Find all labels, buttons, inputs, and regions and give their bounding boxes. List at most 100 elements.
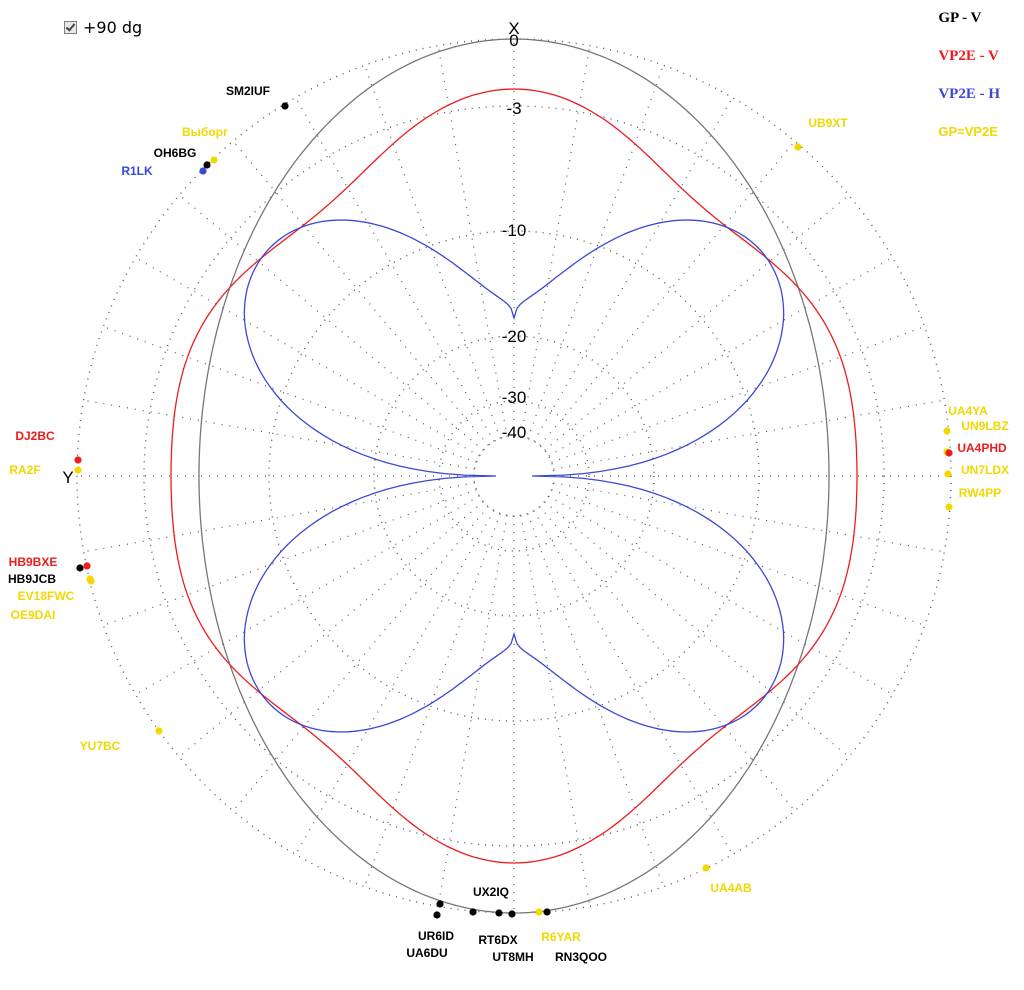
grid-spoke <box>520 45 591 437</box>
station-hb9bxe-label: HB9BXE <box>9 555 58 569</box>
grid-spoke <box>539 140 796 446</box>
station-ur6id-dot <box>433 911 441 919</box>
station-rt6dx-label: RT6DX <box>478 933 517 947</box>
grid-spoke <box>83 399 475 470</box>
series-vp2e-v <box>170 88 858 864</box>
polar-grid <box>76 38 952 914</box>
y-axis-label: Y <box>62 468 73 487</box>
station-oe9dai-label: OE9DAI <box>11 608 56 622</box>
station-ur6id-label: UR6ID <box>418 929 454 943</box>
station-sm2iuf-label: SM2IUF <box>226 84 270 98</box>
grid-spoke <box>103 489 477 627</box>
station-dj2bc-dot <box>74 456 82 464</box>
grid-spoke <box>294 97 495 442</box>
station-oe9dai-dot <box>87 577 95 585</box>
grid-spoke <box>527 65 665 439</box>
station-ua4phd-dot <box>945 449 953 457</box>
grid-ring-4 <box>438 400 590 552</box>
grid-spoke <box>232 140 489 446</box>
series-vp2e-h <box>243 219 785 733</box>
grid-spoke <box>533 97 734 442</box>
x-axis-label: X <box>508 19 519 38</box>
station-dj2bc-label: DJ2BC <box>15 429 55 443</box>
station-ev18fwc-label: EV18FWC <box>18 589 75 603</box>
grid-spoke <box>178 501 484 758</box>
grid-spoke <box>533 510 734 855</box>
station-un9lbz-label: UN9LBZ <box>961 419 1008 433</box>
grid-spoke <box>544 194 850 451</box>
station-ra2f-label: RA2F <box>9 463 40 477</box>
legend-gp-eq-vp2e: GP=VP2E <box>938 124 998 139</box>
grid-spoke <box>363 513 501 887</box>
grid-ring-1 <box>143 105 885 847</box>
legend: GP - V VP2E - V VP2E - H GP=VP2E <box>938 8 1000 160</box>
station-hb9jcb-dot <box>76 564 84 572</box>
ring-label: -10 <box>502 221 527 240</box>
series-gp-v <box>198 38 830 914</box>
grid-spoke <box>178 194 484 451</box>
station-выборг-dot <box>210 156 218 164</box>
ring-label: 0 <box>509 31 518 50</box>
station-ua4phd-label: UA4PHD <box>957 441 1007 455</box>
ring-label: -3 <box>506 99 521 118</box>
grid-spoke <box>520 515 591 907</box>
station-yu7bc-label: YU7BC <box>80 739 121 753</box>
station-r1lk-label: R1LK <box>121 164 153 178</box>
grid-ring-0 <box>76 38 952 914</box>
legend-gp-v: GP - V <box>938 10 982 26</box>
grid-spoke <box>437 515 508 907</box>
station-ux2iq-dot <box>436 900 444 908</box>
station-un7ldx-dot <box>944 470 952 478</box>
station-yu7bc-dot <box>155 727 163 735</box>
station-rw4pp-dot <box>945 503 953 511</box>
ring-label: -40 <box>502 423 527 442</box>
station-un7ldx-label: UN7LDX <box>961 463 1009 477</box>
station-ua4ya-label: UA4YA <box>948 404 988 418</box>
station-ua4ya-dot <box>943 427 951 435</box>
grid-spoke <box>83 482 475 553</box>
grid-spoke <box>553 399 945 470</box>
legend-vp2e-h: VP2E - H <box>938 86 1000 102</box>
station-ux2iq-label: UX2IQ <box>473 885 509 899</box>
grid-spoke <box>551 325 925 463</box>
grid-spoke <box>363 65 501 439</box>
station-ua6du-label: UA6DU <box>406 946 447 960</box>
station-ua4ab-dot <box>702 864 710 872</box>
rotate-90-checkbox[interactable] <box>64 21 77 34</box>
station-oh6bg-label: OH6BG <box>154 146 197 160</box>
ring-label: -30 <box>502 388 527 407</box>
grid-spoke <box>539 506 796 812</box>
station-ua6du-dot <box>469 908 477 916</box>
grid-ring-3 <box>373 335 655 617</box>
station-ub9xt-label: UB9XT <box>808 116 848 130</box>
grid-spoke <box>232 506 489 812</box>
grid-spoke <box>437 45 508 437</box>
station-r6yar-label: R6YAR <box>541 930 581 944</box>
ring-labels: 0 -3 -10 -20 -30 -40 <box>502 31 527 442</box>
grid-spoke <box>103 325 477 463</box>
grid-spoke <box>551 489 925 627</box>
grid-spoke <box>544 501 850 758</box>
station-hb9bxe-dot <box>83 562 91 570</box>
station-ra2f-dot <box>74 466 82 474</box>
station-rt6dx-dot <box>495 909 503 917</box>
station-выборг-label: Выборг <box>182 125 228 139</box>
ring-label: -20 <box>502 327 527 346</box>
station-rn3qoo-label: RN3QOO <box>555 950 607 964</box>
grid-spoke <box>553 482 945 553</box>
grid-ring-2 <box>268 230 760 722</box>
station-sm2iuf-dot <box>281 102 289 110</box>
station-ua4ab-label: UA4AB <box>710 881 752 895</box>
station-ut8mh-dot <box>508 910 516 918</box>
grid-spoke <box>527 513 665 887</box>
station-rn3qoo-dot <box>543 908 551 916</box>
rotate-90-label: +90 dg <box>83 18 143 37</box>
station-rw4pp-label: RW4PP <box>959 486 1001 500</box>
station-oh6bg-dot <box>203 161 211 169</box>
station-hb9jcb-label: HB9JCB <box>8 572 56 586</box>
station-ut8mh-label: UT8MH <box>492 950 533 964</box>
rotate-90-checkbox-row[interactable]: +90 dg <box>64 18 142 37</box>
station-r1lk-dot <box>199 167 207 175</box>
